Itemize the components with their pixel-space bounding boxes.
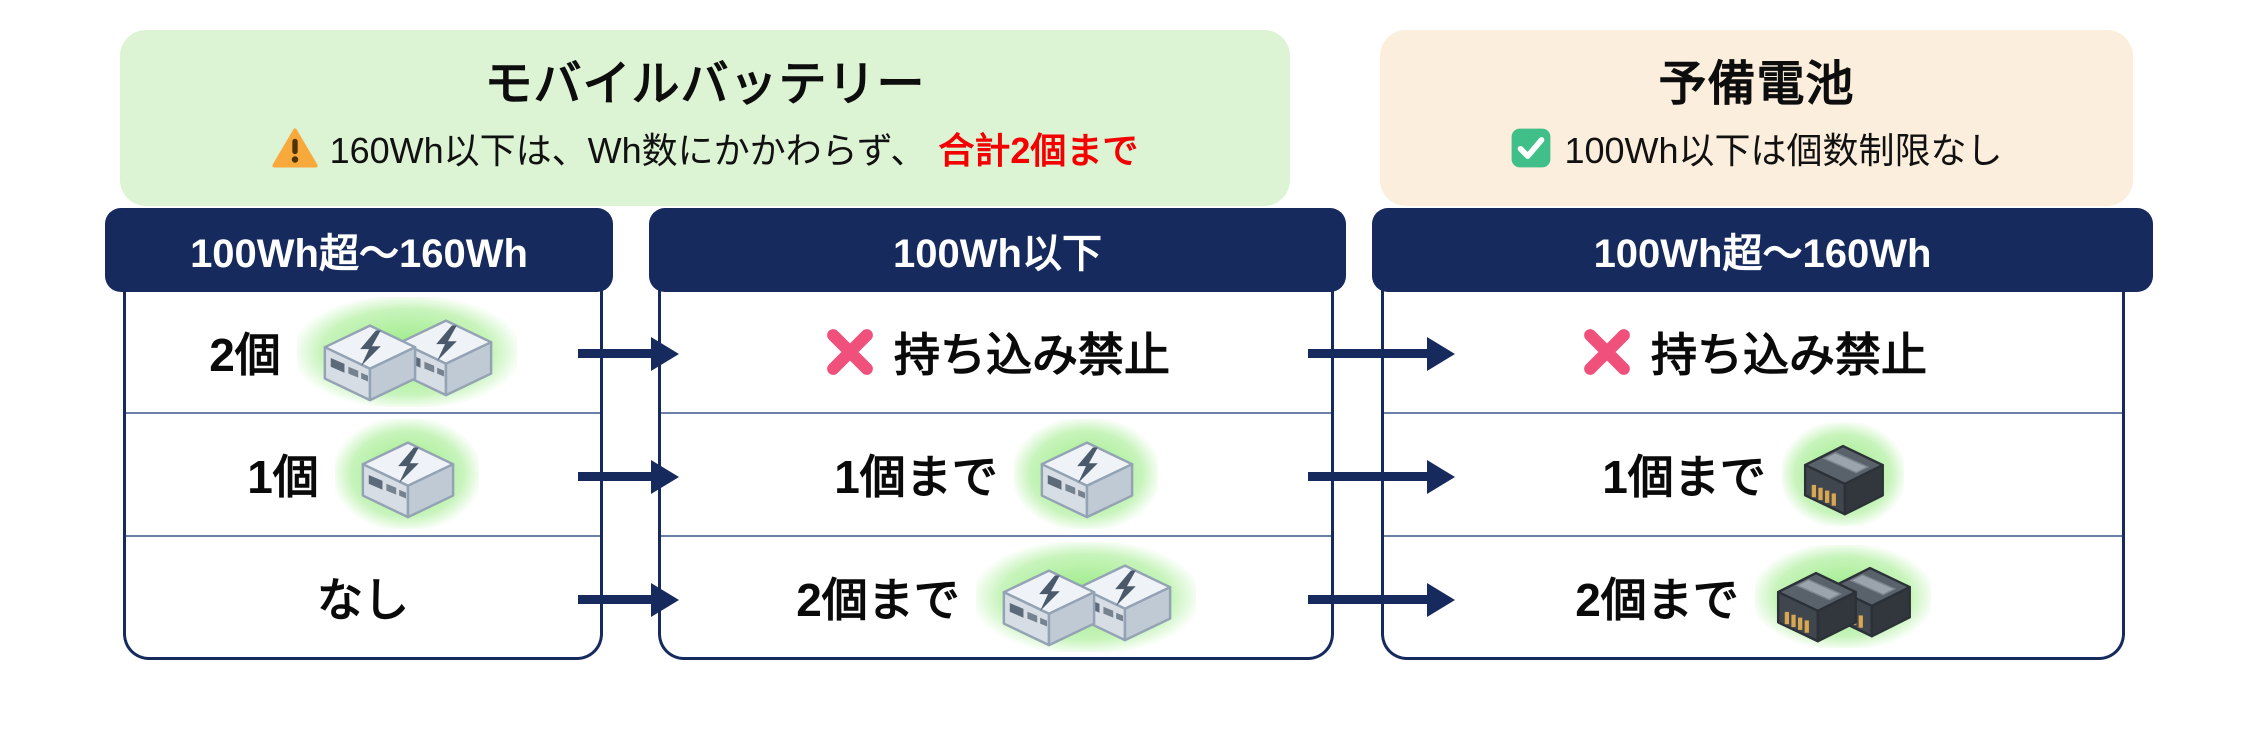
row-label: なし — [317, 573, 409, 626]
spare-battery-icon — [1781, 422, 1904, 526]
powerbank-icon — [975, 541, 1196, 652]
flow-arrow — [1308, 472, 1428, 481]
table-row: 1個 — [126, 412, 600, 534]
spare-battery-info-box: 予備電池 100Wh以下は個数制限なし — [1380, 30, 2133, 206]
powerbank-icon — [334, 419, 479, 530]
flow-arrow — [578, 595, 652, 604]
table-row: 2個まで — [1384, 534, 2122, 657]
table-row: 持ち込み禁止 — [661, 292, 1331, 412]
x-mark-icon — [822, 324, 878, 380]
row-label: 1個 — [247, 451, 319, 504]
powerbank-icon — [1013, 419, 1158, 530]
spare-battery-icon — [1754, 545, 1931, 649]
row-label: 持ち込み禁止 — [1651, 329, 1927, 382]
spare-battery-note: 100Wh以下は個数制限なし — [1380, 122, 2133, 174]
row-label: 2個まで — [1575, 573, 1739, 626]
flow-arrow — [578, 472, 652, 481]
table-row: なし — [126, 534, 600, 657]
x-mark-icon — [1579, 324, 1635, 380]
flow-arrow — [1308, 595, 1428, 604]
table-row: 2個まで — [661, 534, 1331, 657]
spare-battery-title: 予備電池 — [1658, 58, 1855, 111]
row-label: 1個まで — [1602, 451, 1766, 504]
table-spare-over100: 持ち込み禁止 1個まで 2個まで — [1381, 278, 2125, 660]
table-mobile-over100: 2個 1個 なし — [123, 278, 603, 660]
flow-arrow — [578, 349, 652, 358]
table-row: 2個 — [126, 292, 600, 412]
note-text: 160Wh以下は、Wh数にかかわらず、 — [329, 130, 927, 171]
table-row: 持ち込み禁止 — [1384, 292, 2122, 412]
flow-arrow — [1308, 349, 1428, 358]
warning-icon — [271, 127, 318, 169]
mobile-battery-note: 160Wh以下は、Wh数にかかわらず、 合計2個まで — [120, 122, 1290, 174]
row-label: 持ち込み禁止 — [894, 329, 1170, 382]
table-row: 1個まで — [661, 412, 1331, 534]
column-header-mobile-over100: 100Wh超～160Wh — [105, 208, 613, 292]
column-header-spare-over100: 100Wh超～160Wh — [1372, 208, 2153, 292]
mobile-battery-title: モバイルバッテリー — [484, 58, 926, 111]
powerbank-icon — [296, 297, 517, 408]
table-row: 1個まで — [1384, 412, 2122, 534]
note-highlight: 合計2個まで — [938, 130, 1139, 171]
row-label: 1個まで — [834, 451, 998, 504]
row-label: 2個まで — [796, 573, 960, 626]
check-icon — [1510, 127, 1552, 169]
mobile-battery-info-box: モバイルバッテリー 160Wh以下は、Wh数にかかわらず、 合計2個まで — [120, 30, 1290, 206]
row-label: 2個 — [209, 329, 281, 382]
table-mobile-under100: 持ち込み禁止 1個まで 2個まで — [658, 278, 1334, 660]
column-header-mobile-under100: 100Wh以下 — [649, 208, 1346, 292]
note-text: 100Wh以下は個数制限なし — [1564, 130, 2003, 171]
